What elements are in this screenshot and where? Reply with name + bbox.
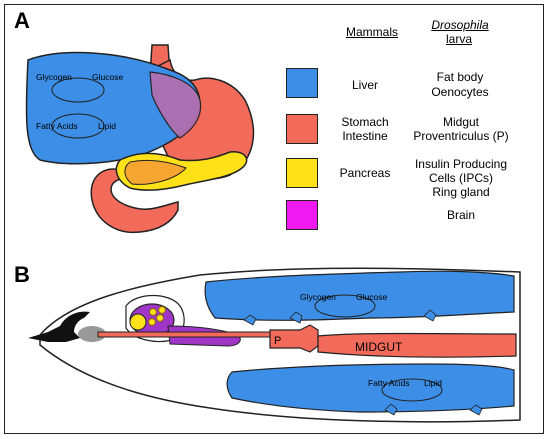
fat-body-glucose-label: Glucose	[356, 292, 387, 302]
proventriculus-label: P	[274, 335, 281, 347]
pancreas-overlap	[124, 159, 187, 185]
midgut-label: MIDGUT	[355, 340, 403, 354]
oenocyte	[384, 403, 398, 416]
ipc-cell	[156, 314, 164, 322]
fat-body-cycle-lower	[381, 378, 443, 402]
liver-cycle-bottom	[51, 113, 105, 139]
ipc-cell	[148, 318, 156, 326]
legend-mammal-stomach: Stomach	[341, 115, 389, 129]
intestine	[90, 168, 179, 234]
liver-fatty-acids-label: Fatty Acids	[36, 121, 78, 131]
fat-body-upper	[204, 270, 515, 321]
legend-swatch-red	[286, 114, 318, 144]
header-drosophila: Drosophila	[431, 18, 489, 32]
legend-swatch-magenta	[286, 200, 318, 230]
larva-esophagus	[97, 331, 273, 338]
oenocyte	[423, 309, 437, 322]
legend-fly-midgut: Midgut	[442, 115, 480, 129]
legend-swatch-yellow	[286, 158, 318, 188]
oenocyte	[243, 314, 257, 326]
fat-body-cycle-upper	[314, 294, 376, 318]
panel-b-letter: B	[14, 262, 30, 287]
legend-mammal-liver: Liver	[351, 78, 378, 92]
ring-gland	[129, 313, 147, 331]
ipc-cell	[158, 306, 166, 314]
legend-fly-proventriculus: Proventriculus (P)	[413, 129, 509, 143]
liver-cycle-top	[51, 77, 105, 103]
midgut	[317, 332, 517, 358]
mouth-hooks	[28, 311, 90, 342]
oenocyte	[469, 404, 483, 416]
legend-fly-fat-body: Fat body	[436, 70, 484, 84]
liver-lipid-label: Lipid	[98, 121, 116, 131]
oenocyte	[289, 311, 303, 324]
legend-swatch-blue	[286, 68, 318, 98]
header-larva: larva	[446, 32, 473, 46]
legend-fly-ipc-line1: Insulin Producing	[414, 157, 508, 171]
legend-fly-ring-gland: Ring gland	[432, 185, 490, 199]
fat-body-lipid-label: Lipid	[424, 378, 442, 388]
ipc-cell	[149, 308, 157, 316]
liver-stomach-overlap	[149, 71, 202, 139]
header-mammals: Mammals	[346, 25, 399, 39]
legend-fly-oenocytes: Oenocytes	[431, 85, 489, 99]
legend-mammal-pancreas: Pancreas	[339, 166, 391, 180]
pharynx	[78, 326, 106, 342]
legend-fly-ipc-line2: Cells (IPCs)	[428, 171, 493, 185]
liver-glucose-label: Glucose	[92, 72, 123, 82]
legend-fly-brain: Brain	[446, 208, 475, 222]
legend-mammal-intestine: Intestine	[342, 129, 388, 143]
liver-glycogen-label: Glycogen	[36, 72, 72, 82]
fat-body-fatty-acids-label: Fatty Acids	[368, 378, 410, 388]
fat-body-glycogen-label: Glycogen	[300, 292, 336, 302]
panel-a-letter: A	[14, 8, 30, 33]
fat-body-lower	[226, 363, 515, 413]
